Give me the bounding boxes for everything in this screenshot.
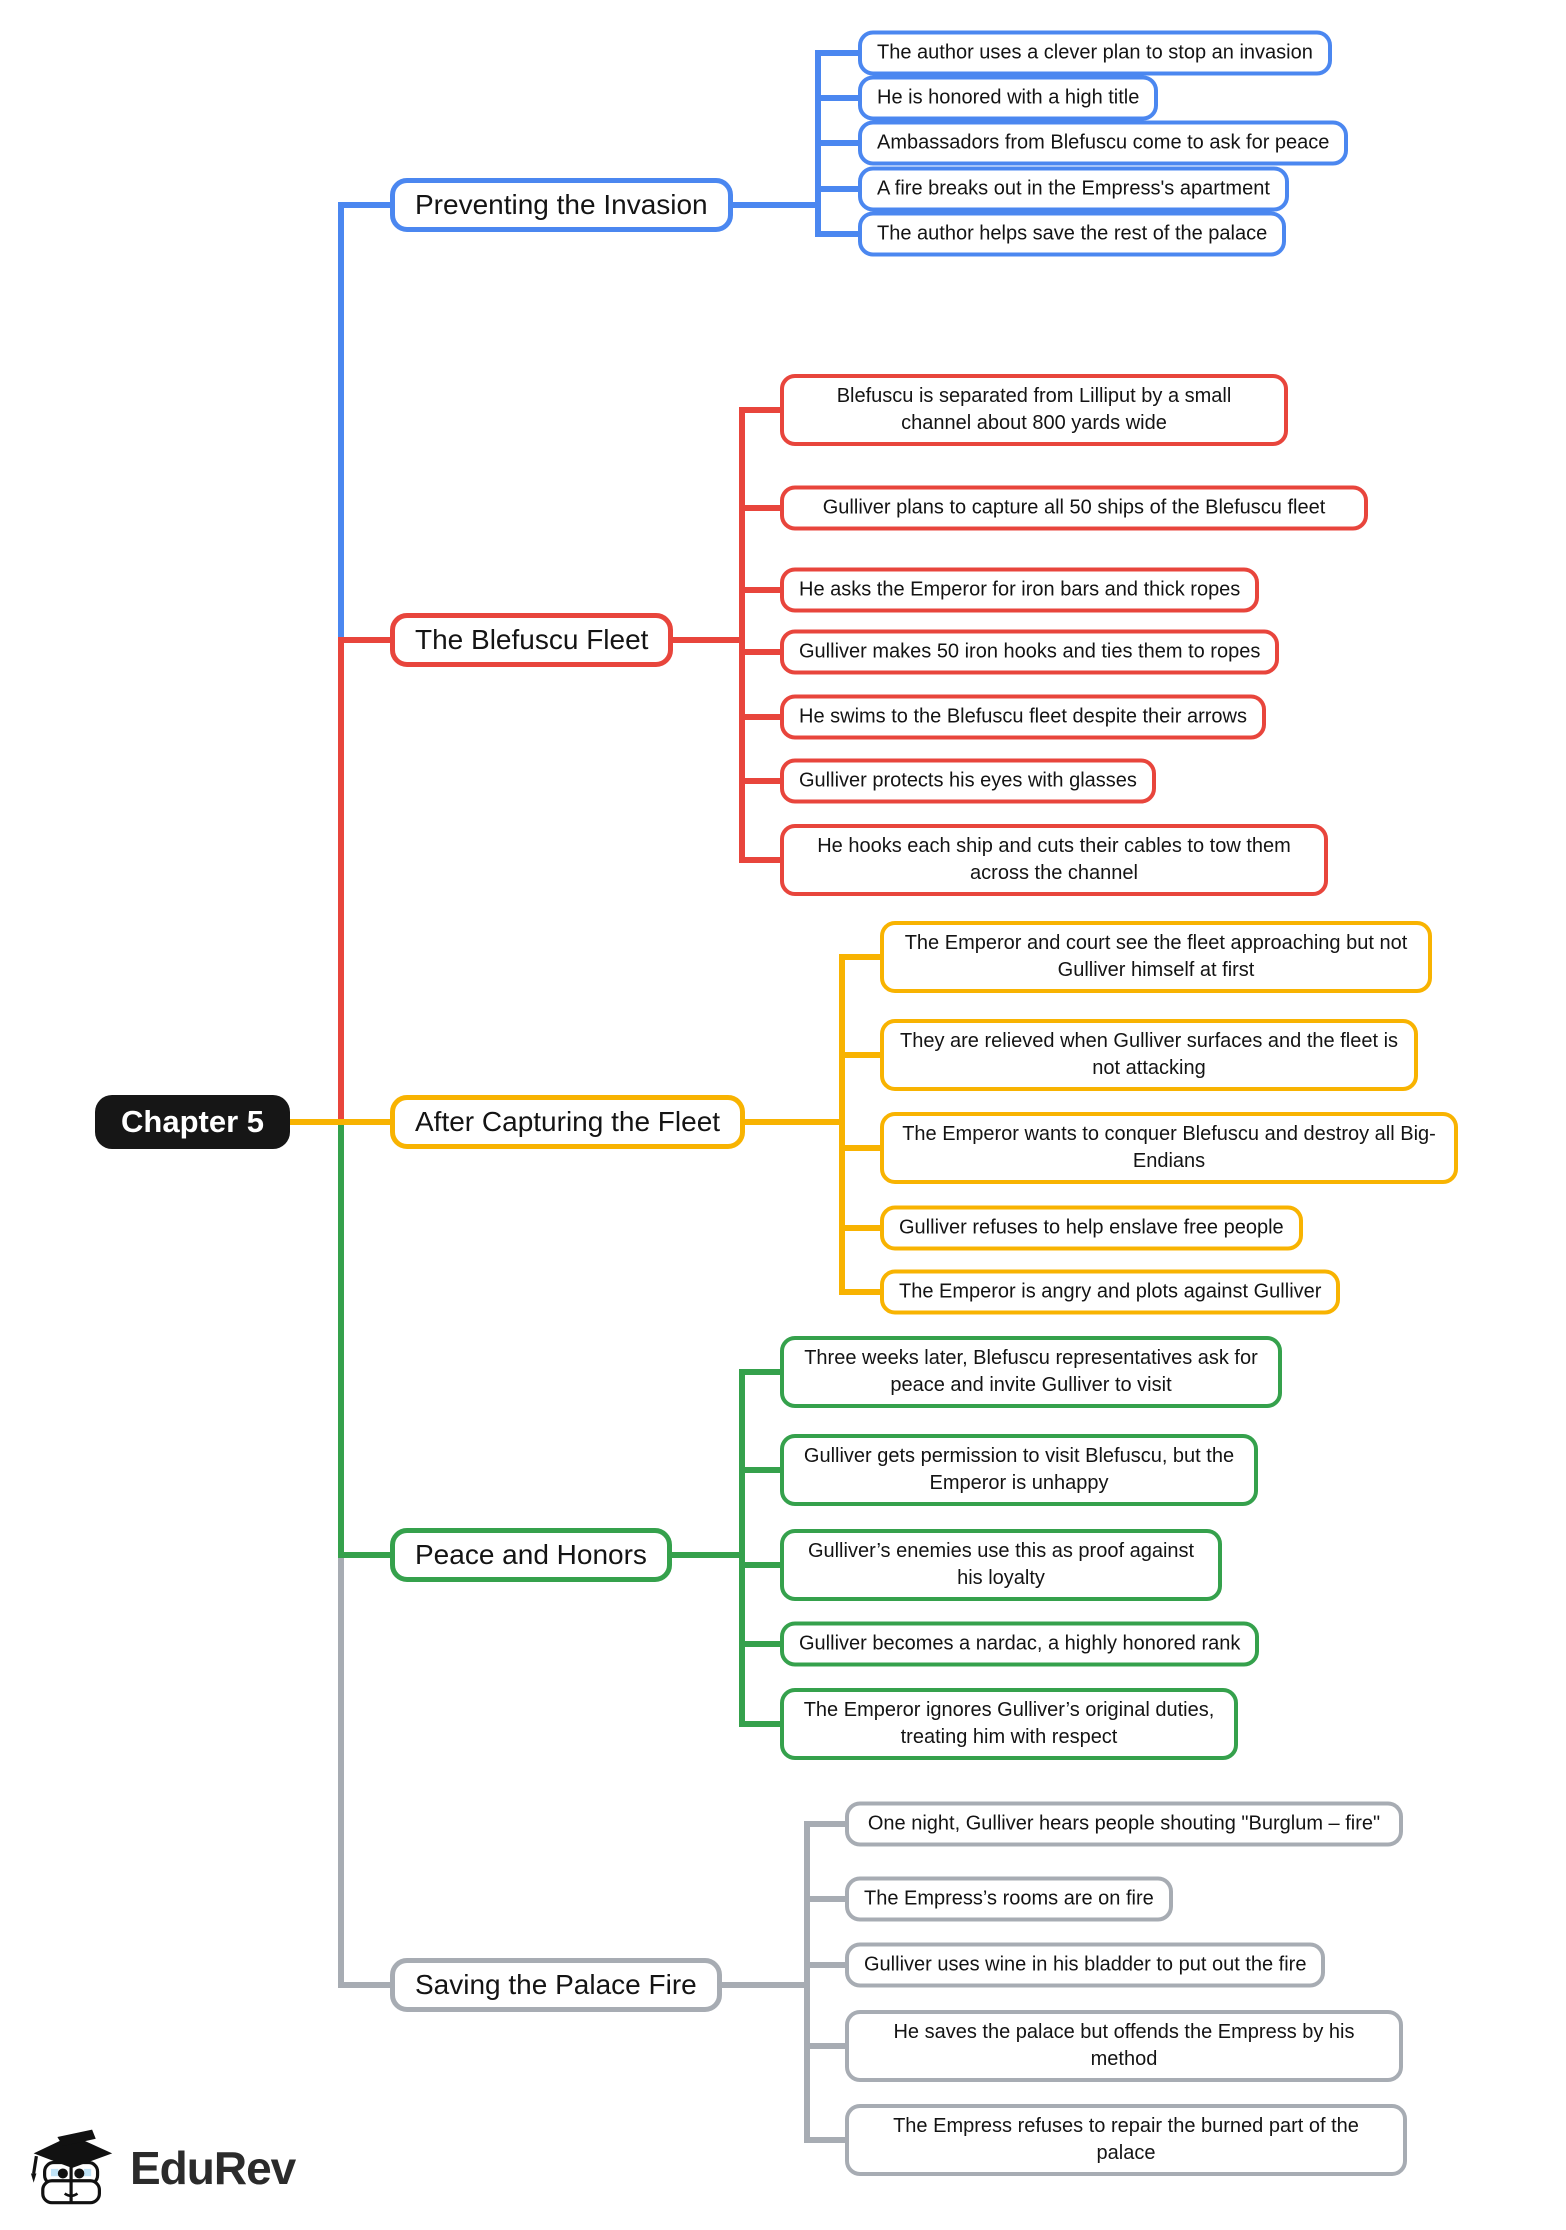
- leaf-node[interactable]: They are relieved when Gulliver surfaces…: [880, 1019, 1418, 1091]
- leaf-node[interactable]: The author helps save the rest of the pa…: [858, 211, 1287, 257]
- root-node[interactable]: Chapter 5: [95, 1095, 290, 1149]
- leaf-node[interactable]: The Empress refuses to repair the burned…: [845, 2104, 1407, 2176]
- leaf-node[interactable]: Blefuscu is separated from Lilliput by a…: [780, 374, 1288, 446]
- topic-node[interactable]: The Blefuscu Fleet: [390, 613, 674, 667]
- leaf-node[interactable]: He hooks each ship and cuts their cables…: [780, 824, 1328, 896]
- topic-node[interactable]: Saving the Palace Fire: [390, 1958, 722, 2012]
- leaf-node[interactable]: Gulliver gets permission to visit Blefus…: [780, 1434, 1258, 1506]
- leaf-node[interactable]: Gulliver refuses to help enslave free pe…: [880, 1205, 1303, 1251]
- leaf-node[interactable]: Gulliver’s enemies use this as proof aga…: [780, 1529, 1222, 1601]
- edurev-mascot-icon: [30, 2129, 113, 2205]
- topic-node[interactable]: Peace and Honors: [390, 1528, 672, 1582]
- leaf-node[interactable]: The author uses a clever plan to stop an…: [858, 30, 1332, 76]
- leaf-node[interactable]: One night, Gulliver hears people shoutin…: [845, 1801, 1403, 1847]
- leaf-node[interactable]: Gulliver protects his eyes with glasses: [780, 758, 1156, 804]
- leaf-node[interactable]: Gulliver becomes a nardac, a highly hono…: [780, 1621, 1260, 1667]
- leaf-node[interactable]: He asks the Emperor for iron bars and th…: [780, 567, 1260, 613]
- edurev-logo: EduRev: [26, 2126, 296, 2210]
- leaf-node[interactable]: He is honored with a high title: [858, 75, 1159, 121]
- leaf-node[interactable]: The Emperor and court see the fleet appr…: [880, 921, 1432, 993]
- leaf-node[interactable]: Gulliver uses wine in his bladder to put…: [845, 1942, 1326, 1988]
- leaf-node[interactable]: The Emperor ignores Gulliver’s original …: [780, 1688, 1238, 1760]
- leaf-node[interactable]: He swims to the Blefuscu fleet despite t…: [780, 694, 1266, 740]
- leaf-node[interactable]: A fire breaks out in the Empress's apart…: [858, 166, 1289, 212]
- leaf-node[interactable]: Gulliver plans to capture all 50 ships o…: [780, 485, 1368, 531]
- leaf-node[interactable]: Gulliver makes 50 iron hooks and ties th…: [780, 629, 1280, 675]
- topic-node[interactable]: Preventing the Invasion: [390, 178, 733, 232]
- leaf-node[interactable]: The Emperor wants to conquer Blefuscu an…: [880, 1112, 1458, 1184]
- leaf-node[interactable]: Three weeks later, Blefuscu representati…: [780, 1336, 1282, 1408]
- leaf-node[interactable]: Ambassadors from Blefuscu come to ask fo…: [858, 120, 1349, 166]
- leaf-node[interactable]: The Empress’s rooms are on fire: [845, 1876, 1173, 1922]
- edurev-logo-text: EduRev: [130, 2142, 296, 2194]
- topic-node[interactable]: After Capturing the Fleet: [390, 1095, 746, 1149]
- leaf-node[interactable]: The Emperor is angry and plots against G…: [880, 1269, 1341, 1315]
- leaf-node[interactable]: He saves the palace but offends the Empr…: [845, 2010, 1403, 2082]
